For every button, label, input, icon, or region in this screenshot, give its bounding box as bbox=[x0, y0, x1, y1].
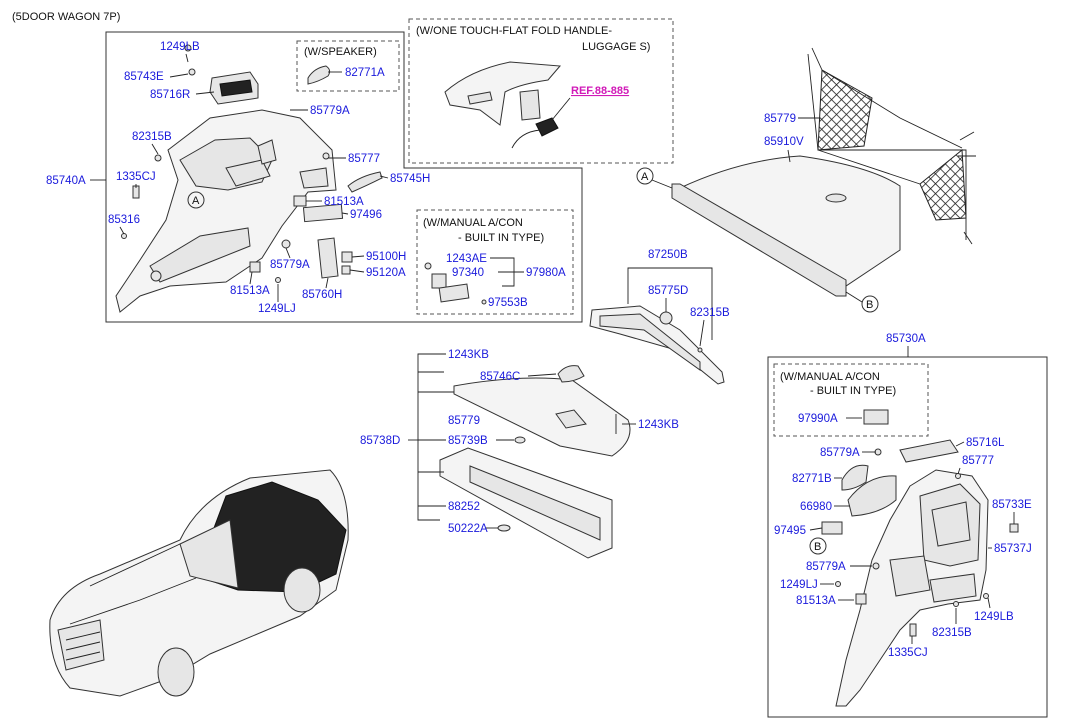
flatfold-option-label-1: (W/ONE TOUCH-FLAT FOLD HANDLE- bbox=[416, 25, 612, 37]
marker-b-cover: B bbox=[866, 299, 873, 311]
flatfold-option-label-2: LUGGAGE S) bbox=[582, 41, 650, 53]
label-85746C: 85746C bbox=[480, 371, 520, 383]
label-85316: 85316 bbox=[108, 214, 140, 226]
manual-acon-left-label-2: - BUILT IN TYPE) bbox=[458, 232, 544, 244]
label-85739B: 85739B bbox=[448, 435, 488, 447]
label-1243KB-top: 1243KB bbox=[448, 349, 489, 361]
manual-acon-right-box bbox=[773, 363, 929, 437]
label-85716L: 85716L bbox=[966, 437, 1005, 449]
speaker-grille-part bbox=[307, 65, 331, 85]
speaker-82771B-part bbox=[841, 464, 869, 491]
label-88252: 88252 bbox=[448, 501, 480, 513]
label-85779A-mid: 85779A bbox=[270, 259, 310, 271]
acon-panel-part bbox=[438, 283, 470, 303]
socket-81513A-part bbox=[293, 195, 307, 207]
label-81513A-bot: 81513A bbox=[230, 285, 270, 297]
label-50222A: 50222A bbox=[448, 523, 488, 535]
label-85737J: 85737J bbox=[994, 543, 1032, 555]
speaker-option-label: (W/SPEAKER) bbox=[304, 46, 377, 58]
manual-acon-left-box bbox=[416, 209, 574, 315]
label-85777-left: 85777 bbox=[348, 153, 380, 165]
label-85740A: 85740A bbox=[46, 175, 86, 187]
label-82315B-left: 82315B bbox=[132, 131, 172, 143]
clip-97496-part bbox=[302, 203, 344, 223]
label-1249LB-left: 1249LB bbox=[160, 41, 200, 53]
acon-switch-part bbox=[431, 273, 447, 289]
label-1249LJ-left: 1249LJ bbox=[258, 303, 296, 315]
manual-acon-right-label-2: - BUILT IN TYPE) bbox=[810, 385, 896, 397]
handle-85716L-part bbox=[899, 439, 959, 463]
label-82315B-right: 82315B bbox=[932, 627, 972, 639]
label-97980A: 97980A bbox=[526, 267, 566, 279]
acon-switch-right-part bbox=[863, 409, 889, 425]
diagram-title: (5DOOR WAGON 7P) bbox=[12, 11, 120, 23]
label-1249LJ-right: 1249LJ bbox=[780, 579, 818, 591]
label-85738D: 85738D bbox=[360, 435, 400, 447]
label-85745H: 85745H bbox=[390, 173, 430, 185]
label-66980: 66980 bbox=[800, 501, 832, 513]
label-85760H: 85760H bbox=[302, 289, 342, 301]
label-97553B: 97553B bbox=[488, 297, 528, 309]
label-81513A-right: 81513A bbox=[796, 595, 836, 607]
marker-a-cover: A bbox=[641, 171, 649, 183]
label-85779-net: 85779 bbox=[764, 113, 796, 125]
reference-link[interactable]: REF.88-885 bbox=[571, 85, 629, 97]
label-97990A: 97990A bbox=[798, 413, 838, 425]
label-1249LB-right: 1249LB bbox=[974, 611, 1014, 623]
label-82771B: 82771B bbox=[792, 473, 832, 485]
label-85910V: 85910V bbox=[764, 136, 804, 148]
luggage-cover-part bbox=[679, 155, 901, 287]
vehicle-illustration bbox=[49, 469, 349, 697]
marker-a-left: A bbox=[192, 195, 200, 207]
label-1335CJ-left: 1335CJ bbox=[116, 171, 156, 183]
label-87250B: 87250B bbox=[648, 249, 688, 261]
label-85779-tray: 85779 bbox=[448, 415, 480, 427]
label-85779A-r2: 85779A bbox=[806, 561, 846, 573]
label-95100H: 95100H bbox=[366, 251, 406, 263]
label-1335CJ-right: 1335CJ bbox=[888, 647, 928, 659]
tray-bracket bbox=[417, 353, 446, 521]
grille-66980-part bbox=[847, 475, 897, 517]
board-cover-part bbox=[557, 365, 585, 383]
label-82315B-mid: 82315B bbox=[690, 307, 730, 319]
label-85779A-r1: 85779A bbox=[820, 447, 860, 459]
label-85716R: 85716R bbox=[150, 89, 190, 101]
label-85779A-top: 85779A bbox=[310, 105, 350, 117]
label-1243AE: 1243AE bbox=[446, 253, 487, 265]
cover-85760H-part bbox=[317, 237, 339, 279]
speaker-option-box bbox=[296, 40, 400, 92]
flatfold-option-box bbox=[408, 18, 674, 164]
manual-acon-left-label-1: (W/MANUAL A/CON bbox=[423, 217, 523, 229]
label-97495: 97495 bbox=[774, 525, 806, 537]
cargo-net-upper bbox=[817, 69, 873, 151]
label-85730A: 85730A bbox=[886, 333, 926, 345]
marker-b-right: B bbox=[814, 541, 821, 553]
luggage-board-part bbox=[453, 377, 631, 457]
label-95120A: 95120A bbox=[366, 267, 406, 279]
luggage-cover-roller bbox=[671, 183, 847, 297]
right-group-frame bbox=[767, 356, 1048, 718]
clip-97495-part bbox=[821, 521, 843, 535]
manual-acon-right-label-1: (W/MANUAL A/CON bbox=[780, 371, 880, 383]
cargo-net-frame bbox=[807, 53, 967, 240]
label-85743E: 85743E bbox=[124, 71, 164, 83]
label-81513A-mid: 81513A bbox=[324, 196, 364, 208]
label-1243KB-right: 1243KB bbox=[638, 419, 679, 431]
left-group-frame bbox=[105, 31, 583, 323]
scuff-cap-part bbox=[659, 311, 673, 325]
label-97340: 97340 bbox=[452, 267, 484, 279]
label-82771A-top: 82771A bbox=[345, 67, 385, 79]
label-85775D: 85775D bbox=[648, 285, 688, 297]
flatfold-trim-part bbox=[444, 61, 562, 126]
label-85733E: 85733E bbox=[992, 499, 1032, 511]
label-85777-right: 85777 bbox=[962, 455, 994, 467]
label-97496: 97496 bbox=[350, 209, 382, 221]
side-trim-strip-part bbox=[347, 171, 383, 193]
cargo-net-lower bbox=[919, 148, 967, 221]
flatfold-handle-part bbox=[535, 117, 559, 137]
